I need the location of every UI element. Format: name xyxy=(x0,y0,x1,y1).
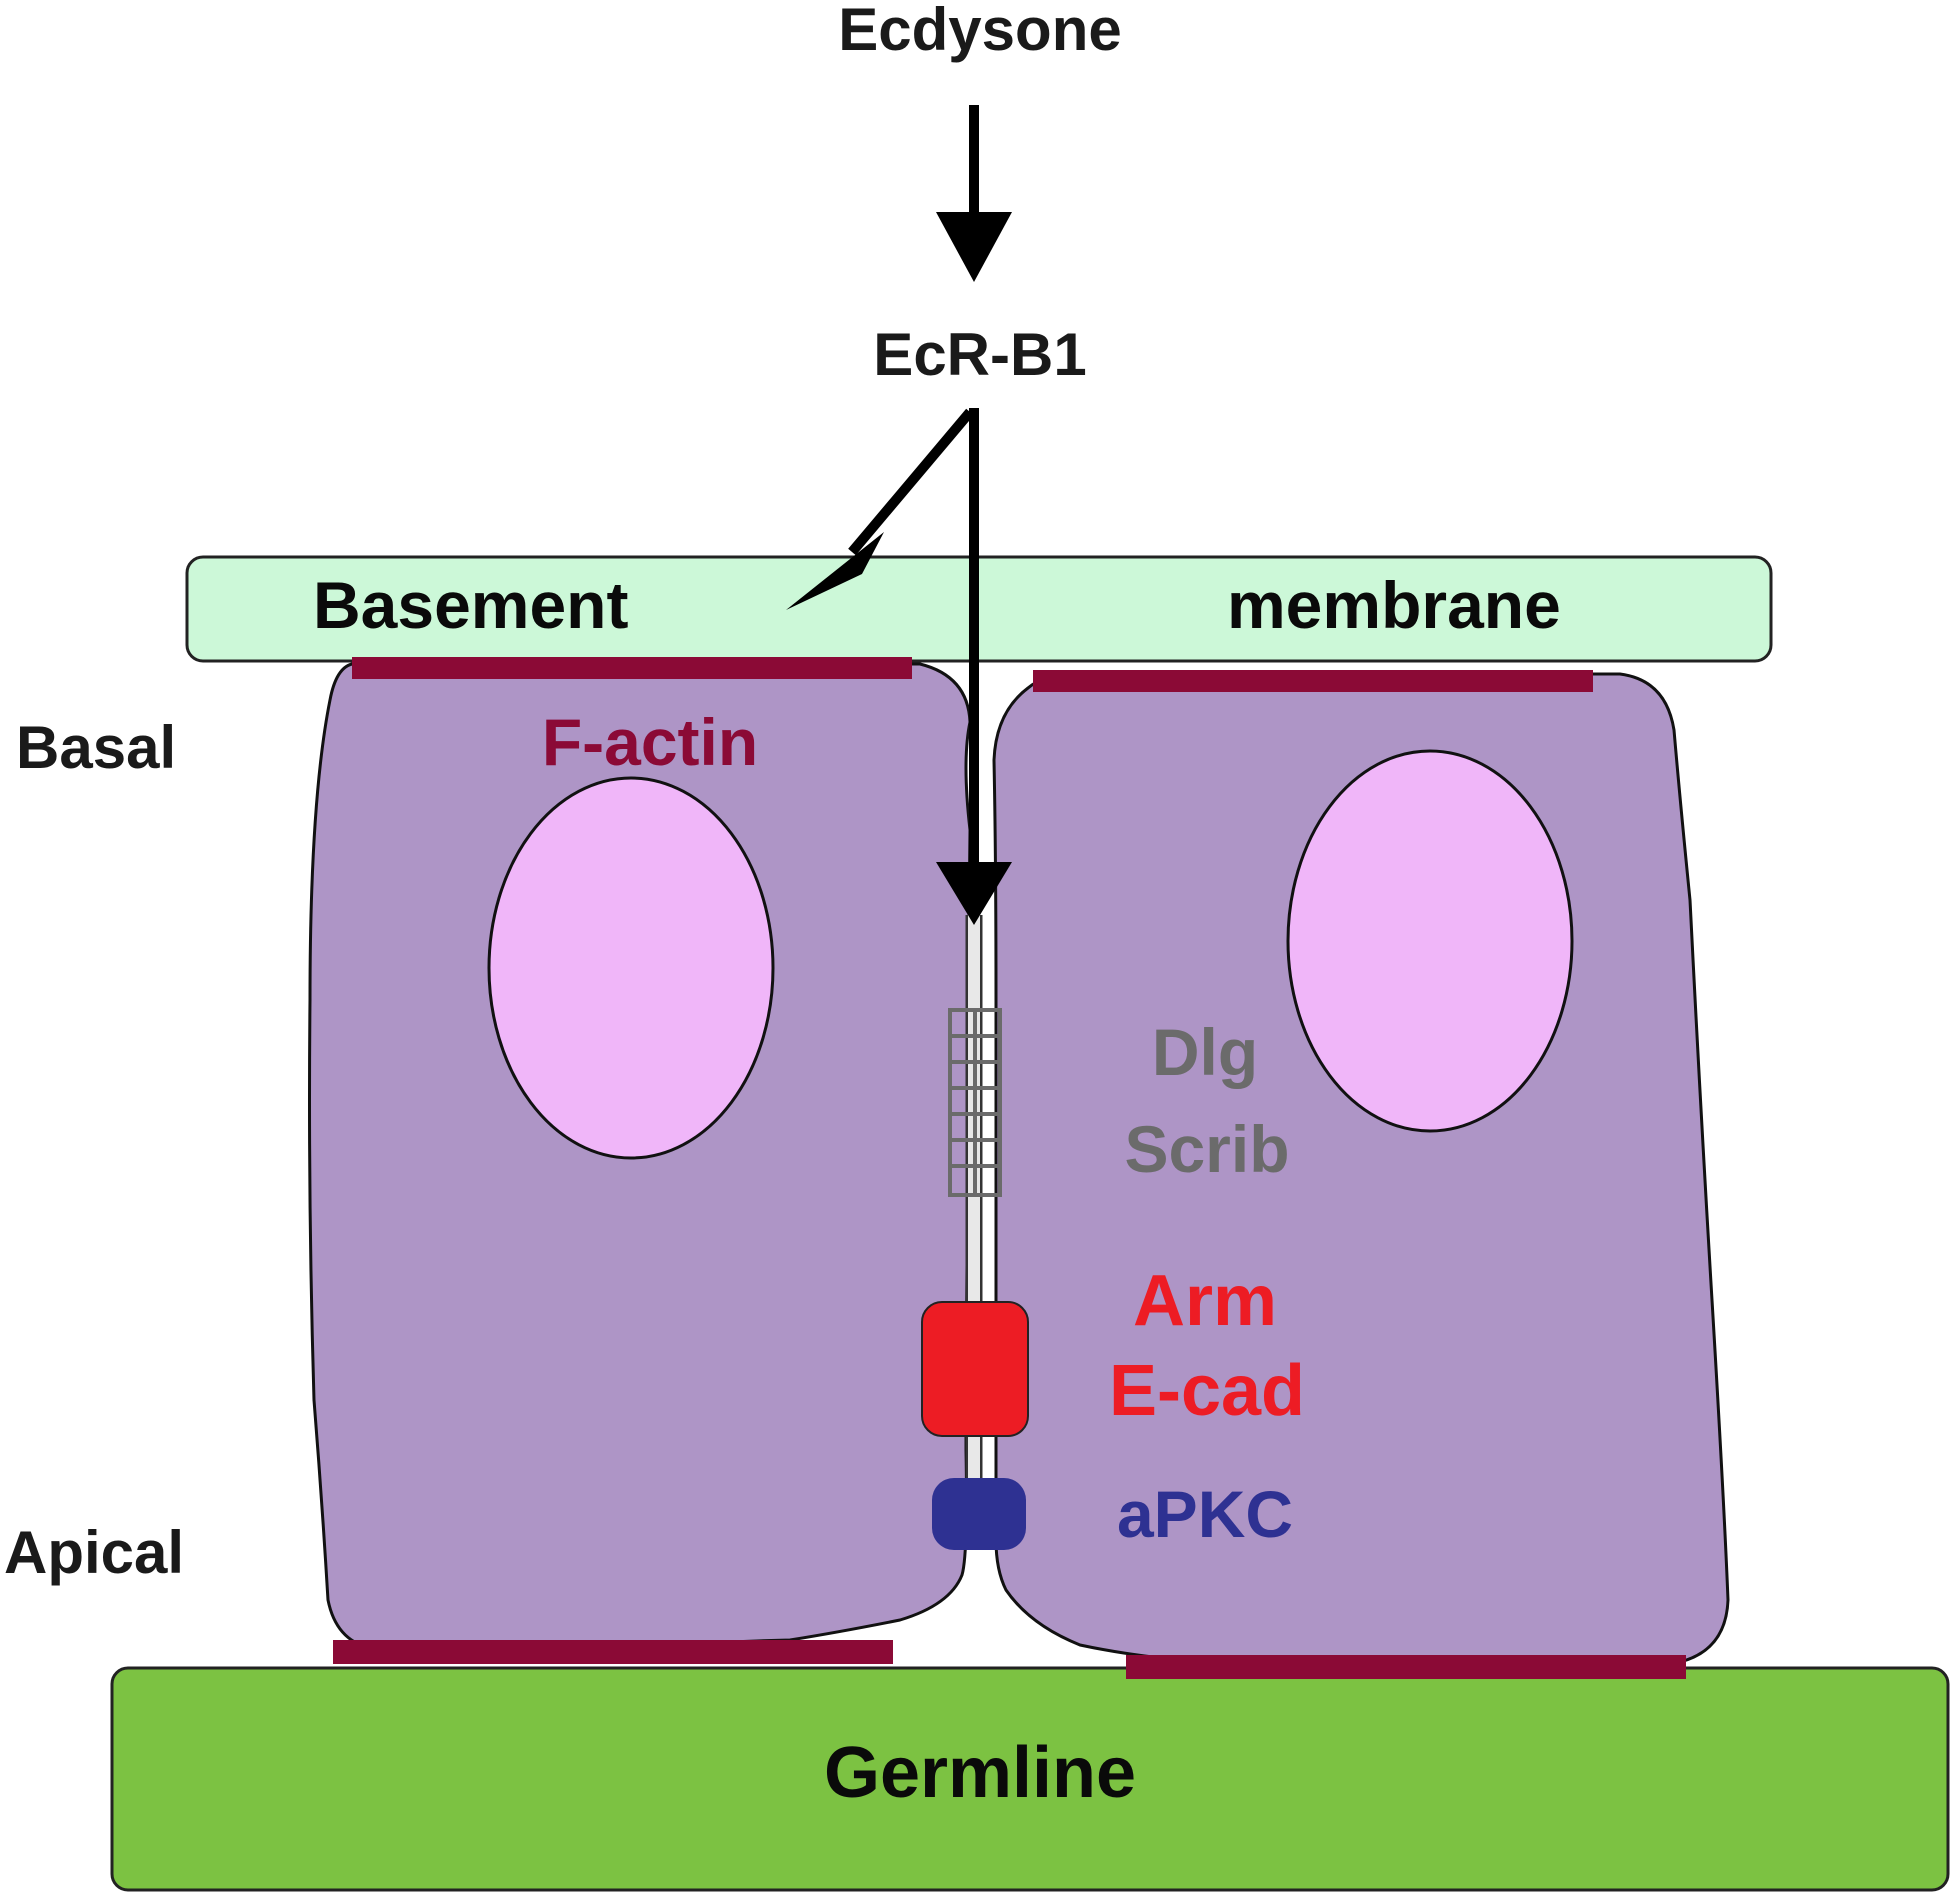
arrowhead-ecdysone-to-ecr xyxy=(936,212,1012,282)
f-actin-bar-basal-right xyxy=(1033,670,1593,692)
right-nucleus xyxy=(1286,749,1574,1133)
label-dlg: Dlg xyxy=(1152,1015,1258,1089)
f-actin-bar-apical-right xyxy=(1126,1655,1686,1679)
label-e-cad: E-cad xyxy=(1109,1351,1305,1431)
label-germline: Germline xyxy=(824,1733,1136,1813)
apkc-complex xyxy=(932,1478,1026,1550)
label-basement: Basement xyxy=(313,568,628,642)
germline-layer xyxy=(110,1666,1950,1892)
label-ecr-b1: EcR-B1 xyxy=(873,321,1086,388)
arrow-ecr-to-basement xyxy=(848,408,974,556)
label-arm: Arm xyxy=(1133,1261,1277,1341)
arrows xyxy=(786,105,1012,925)
label-membrane: membrane xyxy=(1227,568,1561,642)
f-actin-bar-basal-left xyxy=(352,657,912,679)
f-actin-bar-apical-left xyxy=(333,1640,893,1664)
label-apical: Apical xyxy=(4,1519,184,1586)
arrowhead-ecr-to-junction xyxy=(936,862,1012,925)
dlg-scrib-junction xyxy=(948,1008,1002,1197)
label-basal: Basal xyxy=(16,714,176,781)
arm-ecad-junction xyxy=(921,1301,1029,1437)
label-apkc: aPKC xyxy=(1117,1477,1293,1551)
label-scrib: Scrib xyxy=(1124,1112,1289,1186)
left-nucleus xyxy=(487,776,775,1160)
arrowhead-ecr-to-basement xyxy=(786,532,884,610)
label-f-actin: F-actin xyxy=(542,705,758,779)
label-ecdysone: Ecdysone xyxy=(838,0,1121,63)
